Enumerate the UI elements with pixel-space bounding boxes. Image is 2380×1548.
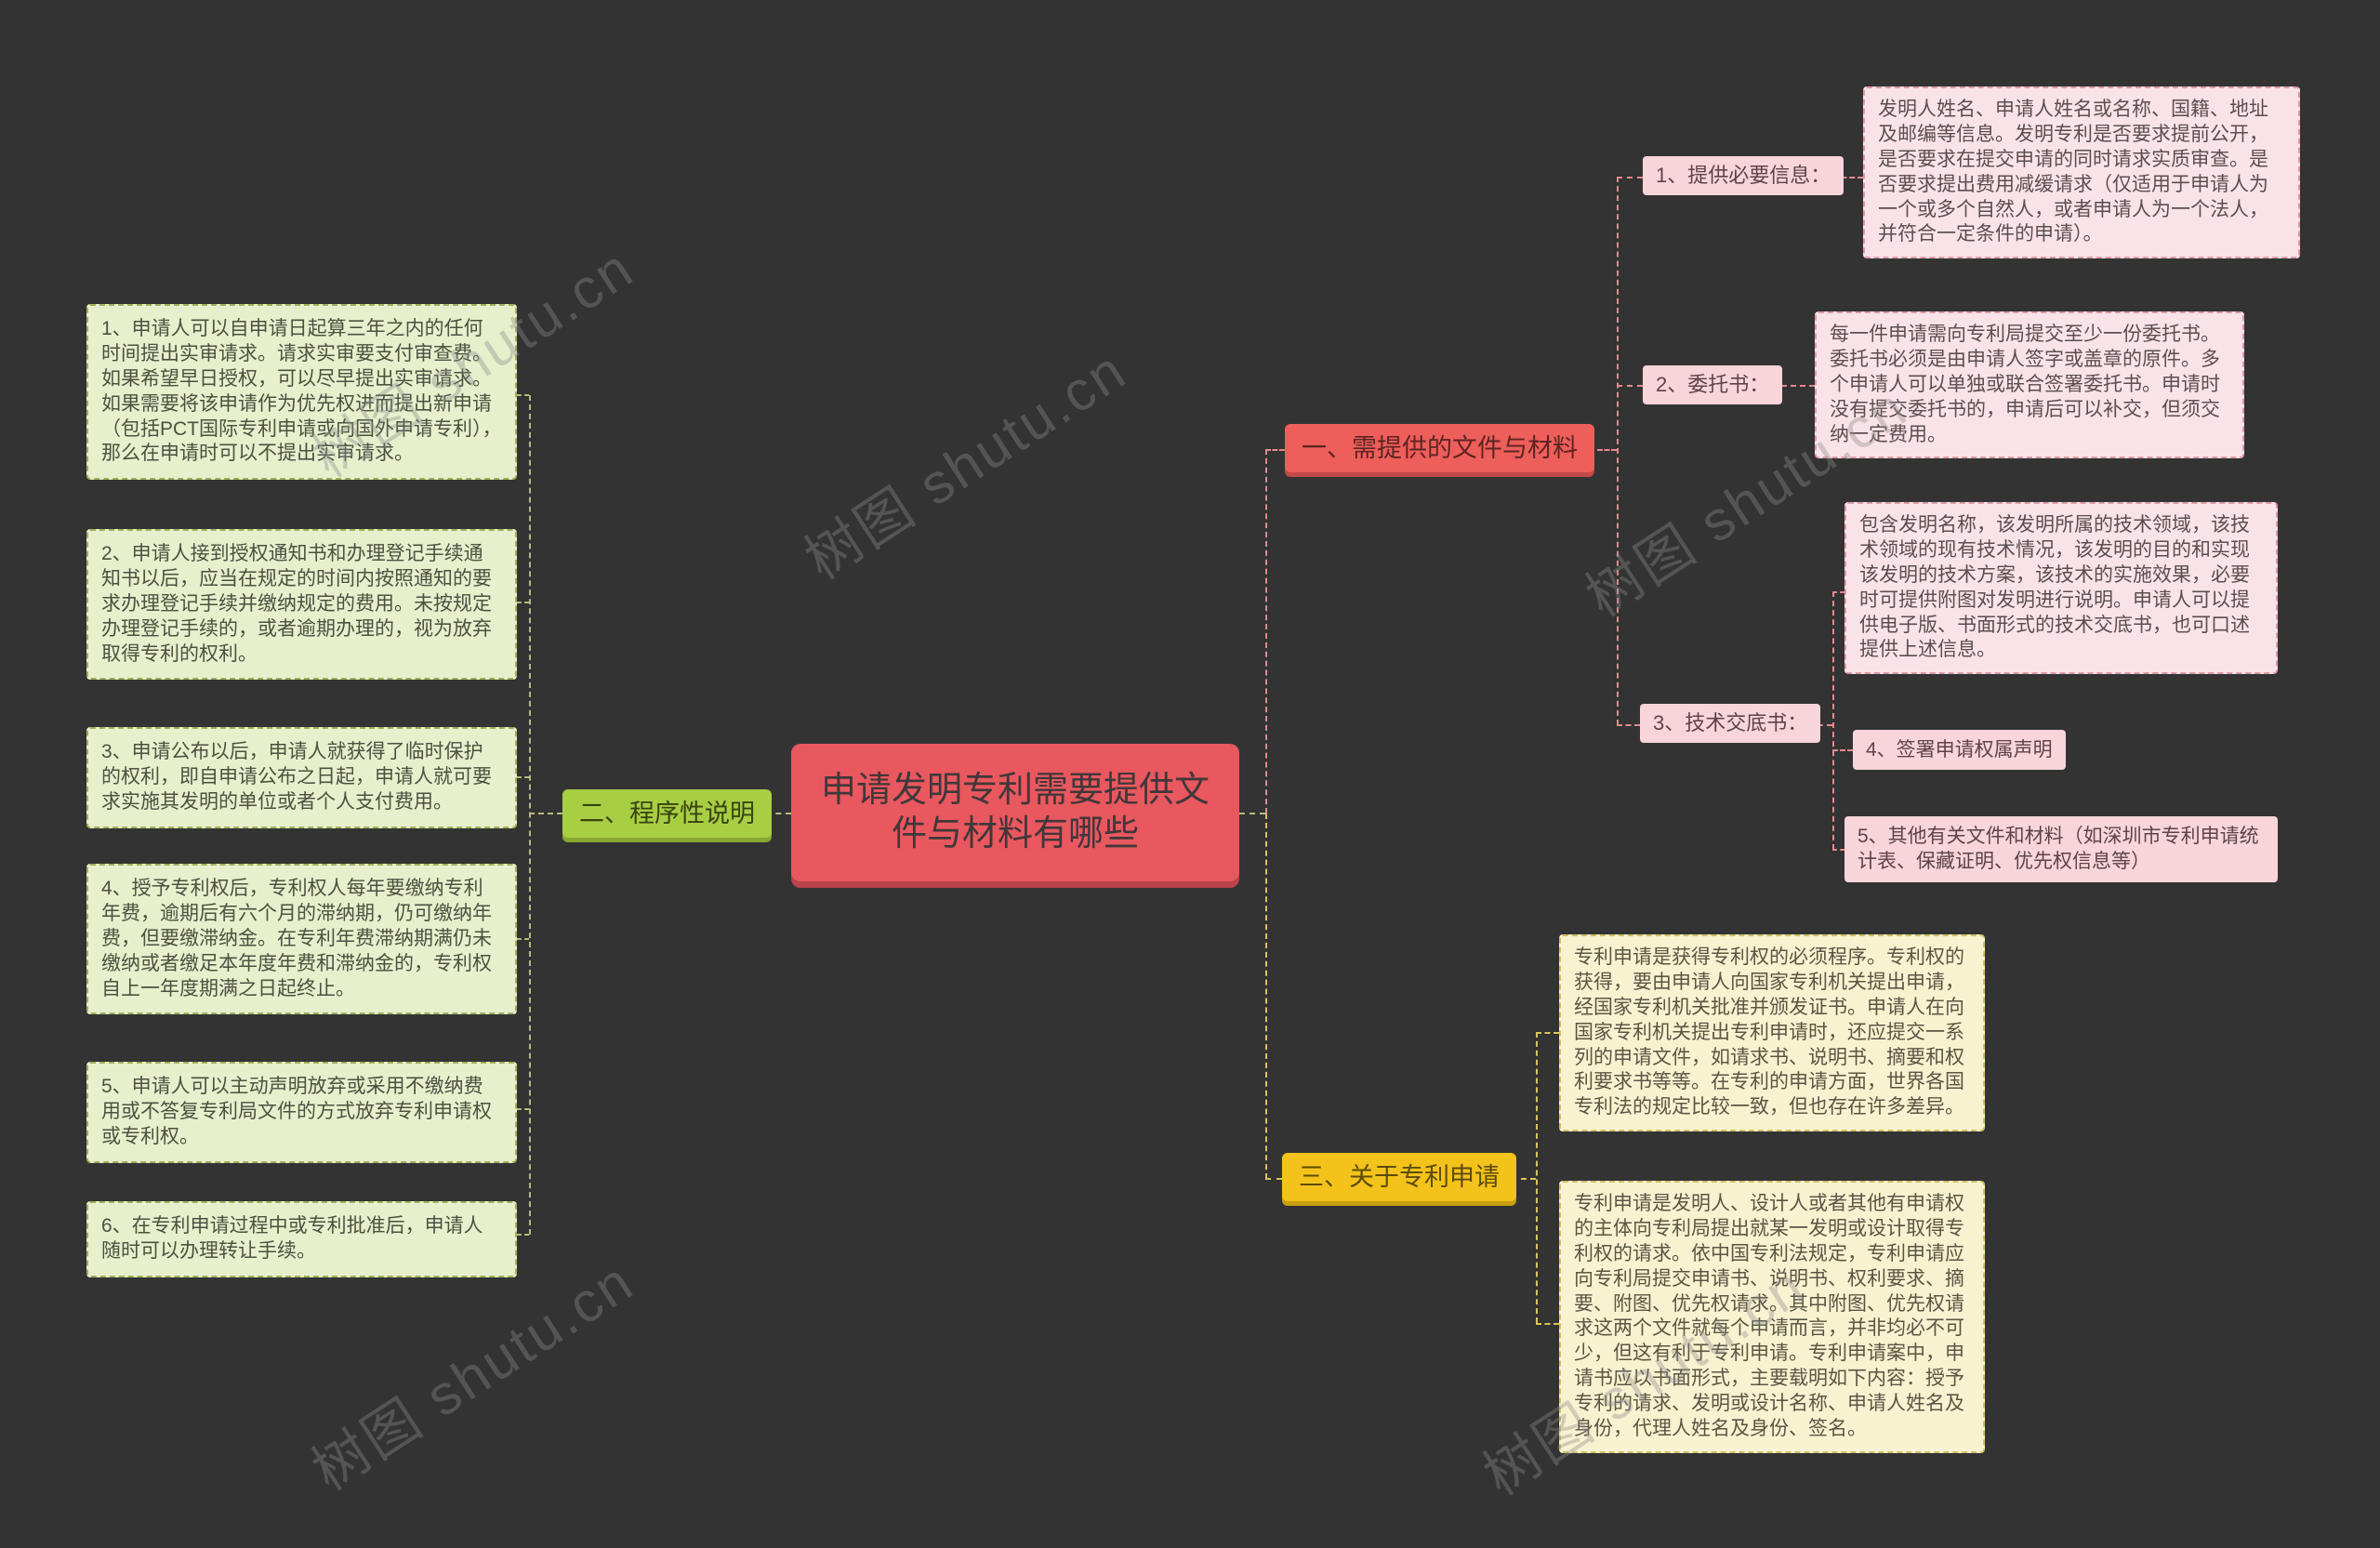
doc-child-4[interactable]: 4、签署申请权属声明 (1853, 730, 2066, 771)
connector-line (1832, 849, 1844, 851)
connector-line (517, 938, 529, 940)
connector-line (1265, 449, 1285, 451)
watermark: 树图 shutu.cn (301, 1249, 645, 1502)
connector-line (1825, 177, 1863, 179)
connector-line (1617, 385, 1643, 387)
application-detail-1[interactable]: 专利申请是获得专利权的必须程序。专利权的获得，要由申请人向国家专利机关提出申请，… (1559, 934, 1985, 1132)
connector-line (1536, 1032, 1538, 1323)
doc-child-5[interactable]: 5、其他有关文件和材料（如深圳市专利申请统计表、保藏证明、优先权信息等） (1844, 816, 2278, 882)
watermark: 树图 shutu.cn (794, 337, 1138, 591)
connector-line (756, 813, 791, 814)
connector-line (1597, 449, 1617, 451)
connector-line (1832, 591, 1844, 593)
connector-line (1832, 749, 1853, 751)
connector-line (517, 394, 529, 396)
procedure-item-5[interactable]: 5、申请人可以主动声明放弃或采用不缴纳费用或不答复专利局文件的方式放弃专利申请权… (86, 1062, 517, 1163)
application-detail-2[interactable]: 专利申请是发明人、设计人或者其他有申请权的主体向专利局提出就某一发明或设计取得专… (1559, 1181, 1985, 1453)
connector-line (1521, 1178, 1536, 1180)
connector-line (1265, 814, 1267, 1179)
branch-label-application[interactable]: 三、关于专利申请 (1282, 1153, 1516, 1202)
connector-line (1617, 177, 1643, 179)
procedure-item-4[interactable]: 4、授予专利权后，专利权人每年要缴纳专利年费，逾期后有六个月的滞纳期，仍可缴纳年… (86, 864, 517, 1015)
central-topic[interactable]: 申请发明专利需要提供文件与材料有哪些 (791, 744, 1239, 881)
procedure-item-1[interactable]: 1、申请人可以自申请日起算三年之内的任何时间提出实审请求。请求实审要支付审查费。… (86, 304, 517, 481)
procedure-item-3[interactable]: 3、申请公布以后，申请人就获得了临时保护的权利，即自申请公布之日起，申请人就可要… (86, 727, 517, 828)
connector-line (1536, 1323, 1559, 1325)
doc-child-detail-3[interactable]: 包含发明名称，该发明所属的技术领域，该技术领域的现有技术情况，该发明的目的和实现… (1844, 502, 2278, 675)
doc-child-label-3[interactable]: 3、技术交底书： (1640, 704, 1821, 744)
connector-line (1265, 1178, 1282, 1180)
connector-line (1239, 813, 1265, 814)
connector-line (517, 776, 529, 778)
connector-line (1772, 385, 1815, 387)
doc-child-label-1[interactable]: 1、提供必要信息： (1643, 156, 1844, 196)
procedure-item-2[interactable]: 2、申请人接到授权通知书和办理登记手续通知书以后，应当在规定的时间内按照通知的要… (86, 529, 517, 681)
connector-line (1536, 1032, 1559, 1034)
branch-label-procedure[interactable]: 二、程序性说明 (562, 789, 772, 839)
doc-child-label-2[interactable]: 2、委托书： (1643, 365, 1783, 405)
connector-line (517, 602, 529, 603)
connector-line (517, 1108, 529, 1110)
doc-child-detail-2[interactable]: 每一件申请需向专利局提交至少一份委托书。委托书必须是由申请人签字或盖章的原件。多… (1815, 311, 2244, 459)
connector-line (1617, 177, 1619, 725)
branch-label-documents[interactable]: 一、需提供的文件与材料 (1285, 424, 1594, 473)
connector-line (517, 1234, 529, 1236)
connector-line (529, 813, 562, 814)
connector-line (1265, 449, 1267, 814)
procedure-item-6[interactable]: 6、在专利申请过程中或专利批准后，申请人随时可以办理转让手续。 (86, 1201, 517, 1277)
connector-line (1832, 591, 1834, 850)
connector-line (529, 395, 531, 1235)
connector-line (1617, 724, 1640, 726)
doc-child-detail-1[interactable]: 发明人姓名、申请人姓名或名称、国籍、地址及邮编等信息。发明专利是否要求提前公开，… (1863, 86, 2300, 259)
